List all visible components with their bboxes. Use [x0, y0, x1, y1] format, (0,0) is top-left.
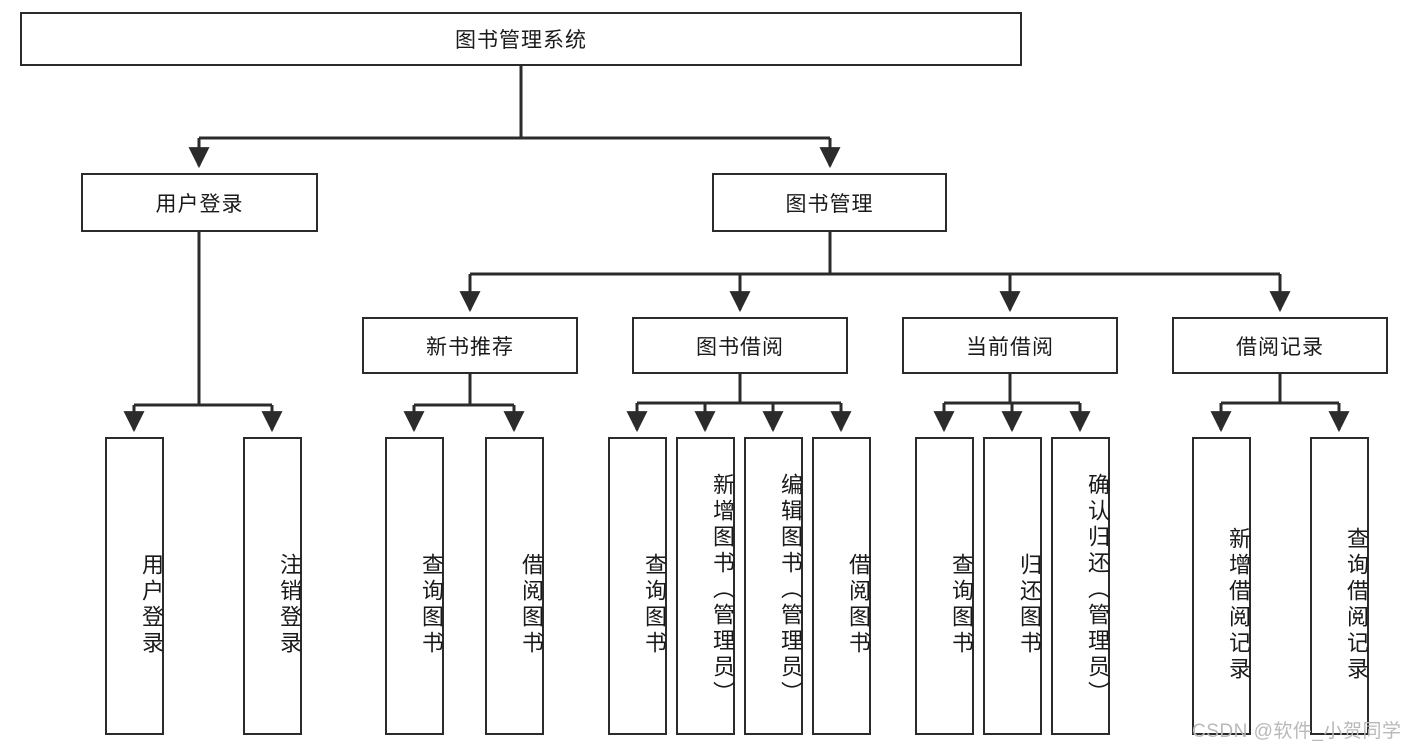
- leaf-return-book-label: 归还图书: [1017, 553, 1042, 657]
- node-root-label: 图书管理系统: [455, 29, 587, 52]
- leaf-query-book-1[interactable]: 查询图书: [385, 437, 444, 735]
- node-new-book-recommend-label: 新书推荐: [426, 335, 514, 359]
- leaf-add-book[interactable]: 新增图书（管理员）: [676, 437, 735, 735]
- leaf-edit-book[interactable]: 编辑图书（管理员）: [744, 437, 803, 735]
- leaf-user-login[interactable]: 用户登录: [105, 437, 164, 735]
- leaf-confirm-return-label: 确认归还（管理员）: [1085, 473, 1110, 707]
- leaf-borrow-book-2[interactable]: 借阅图书: [812, 437, 871, 735]
- leaf-logout-label: 注销登录: [277, 553, 302, 657]
- leaf-borrow-book-1-label: 借阅图书: [519, 553, 544, 657]
- leaf-logout[interactable]: 注销登录: [243, 437, 302, 735]
- node-book-manage[interactable]: 图书管理: [712, 173, 947, 232]
- leaf-add-record-label: 新增借阅记录: [1226, 527, 1251, 683]
- leaf-query-book-2[interactable]: 查询图书: [608, 437, 667, 735]
- leaf-add-book-label: 新增图书（管理员）: [710, 473, 735, 707]
- leaf-query-record-label: 查询借阅记录: [1344, 527, 1369, 683]
- leaf-query-record[interactable]: 查询借阅记录: [1310, 437, 1369, 735]
- node-current-borrow[interactable]: 当前借阅: [902, 317, 1118, 374]
- node-new-book-recommend[interactable]: 新书推荐: [362, 317, 578, 374]
- leaf-query-book-3[interactable]: 查询图书: [915, 437, 974, 735]
- node-book-borrow[interactable]: 图书借阅: [632, 317, 848, 374]
- node-current-borrow-label: 当前借阅: [966, 335, 1054, 359]
- leaf-add-record[interactable]: 新增借阅记录: [1192, 437, 1251, 735]
- leaf-confirm-return[interactable]: 确认归还（管理员）: [1051, 437, 1110, 735]
- leaf-query-book-2-label: 查询图书: [642, 553, 667, 657]
- node-user-login[interactable]: 用户登录: [81, 173, 318, 232]
- leaf-borrow-book-1[interactable]: 借阅图书: [485, 437, 544, 735]
- leaf-return-book[interactable]: 归还图书: [983, 437, 1042, 735]
- leaf-borrow-book-2-label: 借阅图书: [846, 553, 871, 657]
- csdn-watermark: CSDN @软件_小贺同学: [1192, 721, 1402, 742]
- node-borrow-record-label: 借阅记录: [1236, 335, 1324, 359]
- node-borrow-record[interactable]: 借阅记录: [1172, 317, 1388, 374]
- node-root[interactable]: 图书管理系统: [20, 12, 1022, 66]
- node-user-login-label: 用户登录: [155, 192, 244, 216]
- leaf-user-login-label: 用户登录: [139, 553, 164, 657]
- node-book-borrow-label: 图书借阅: [696, 335, 784, 359]
- leaf-edit-book-label: 编辑图书（管理员）: [778, 473, 803, 707]
- leaf-query-book-3-label: 查询图书: [949, 553, 974, 657]
- node-book-manage-label: 图书管理: [785, 192, 874, 216]
- leaf-query-book-1-label: 查询图书: [419, 553, 444, 657]
